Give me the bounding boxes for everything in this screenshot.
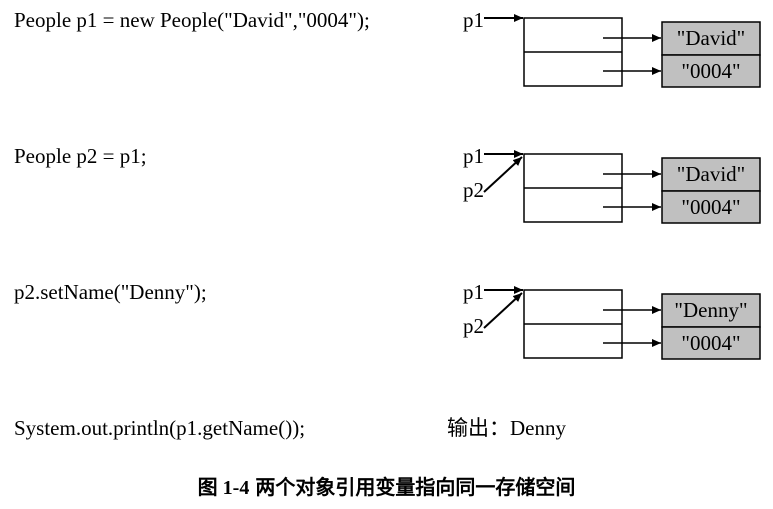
value-box-name [661,293,761,328]
value-box-name [661,157,761,192]
code-line-2: People p2 = p1; [14,144,147,168]
ref-label-p1: p1 [463,144,484,168]
value-box-id [661,190,761,224]
value-name: "David" [677,26,745,50]
ref-label-p1: p1 [463,280,484,304]
figure-number: 图 1-4 [197,477,250,499]
print-statement: System.out.println(p1.getName()); [14,416,306,440]
ref-arrow-p2 [483,156,523,193]
code-line-1: People p1 = new People("David","0004"); [14,8,370,32]
diagram-panel-2: p1 p2 "David" "0004" [463,144,761,224]
value-id: "0004" [681,331,740,355]
value-box-id [661,326,761,360]
ref-arrow-p2 [483,292,523,329]
figure-title: 两个对象引用变量指向同一存储空间 [255,475,576,499]
output-text: 输出：Denny [447,416,566,440]
diagram-panel-3: p1 p2 "Denny" "0004" [463,280,761,360]
value-name: "Denny" [674,298,747,322]
value-id: "0004" [681,195,740,219]
ref-label-p2: p2 [463,314,484,338]
ref-label-p2: p2 [463,178,484,202]
value-box-name [661,21,761,56]
diagram-panel-1: p1 "David" "0004" [463,8,761,88]
value-id: "0004" [681,59,740,83]
code-line-3: p2.setName("Denny"); [14,280,207,304]
value-box-id [661,54,761,88]
ref-label-p1: p1 [463,8,484,32]
value-name: "David" [677,162,745,186]
